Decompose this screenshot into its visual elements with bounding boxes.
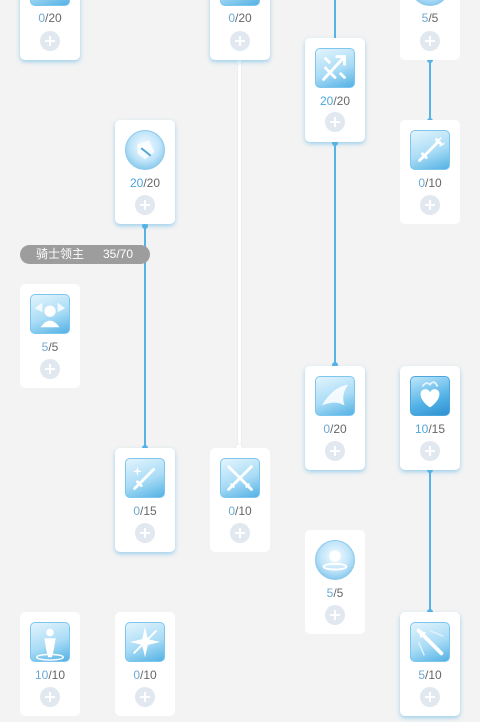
ring-icon [30, 0, 70, 6]
add-point-button[interactable] [230, 31, 250, 51]
spear-burst-icon [315, 48, 355, 88]
add-point-button[interactable] [40, 31, 60, 51]
skill-card[interactable]: 0/20 [20, 0, 80, 60]
connector-line [429, 58, 431, 122]
skill-card[interactable]: 0/10 [210, 448, 270, 552]
skill-card[interactable]: 5/5 [305, 530, 365, 634]
connector-line [334, 0, 336, 40]
skill-level: 10/10 [34, 668, 66, 682]
tier-name: 骑士领主 [36, 247, 85, 261]
skill-card[interactable]: 5/5 [20, 284, 80, 388]
add-point-button[interactable] [135, 195, 155, 215]
connector-dot [427, 57, 433, 63]
cross-icon [220, 0, 260, 6]
heart-flame-icon [410, 376, 450, 416]
shield-icon [125, 130, 165, 170]
add-point-button[interactable] [325, 441, 345, 461]
add-point-button[interactable] [135, 687, 155, 707]
skill-level: 0/15 [133, 504, 157, 518]
skill-level: 5/5 [41, 340, 59, 354]
add-point-button[interactable] [420, 31, 440, 51]
add-point-button[interactable] [420, 687, 440, 707]
add-point-button[interactable] [135, 523, 155, 543]
connector-dot [142, 223, 148, 229]
skill-level: 5/5 [421, 11, 439, 25]
connector-line [334, 142, 336, 366]
skill-card[interactable]: 0/10 [400, 120, 460, 224]
tier-points: 35/70 [103, 247, 134, 261]
sparkle-sword-icon [125, 458, 165, 498]
crossed-swords-icon [220, 458, 260, 498]
skill-card[interactable]: 0/10 [115, 612, 175, 716]
skill-level: 20/20 [129, 176, 161, 190]
skill-card[interactable]: 20/20 [305, 38, 365, 142]
skill-card[interactable]: 0/20 [305, 366, 365, 470]
add-point-button[interactable] [230, 523, 250, 543]
star-burst-icon [125, 622, 165, 662]
skill-card[interactable]: 10/10 [20, 612, 80, 716]
add-point-button[interactable] [420, 195, 440, 215]
skill-card[interactable]: 5/5 [400, 0, 460, 60]
skill-card[interactable]: 0/15 [115, 448, 175, 552]
wing-slash-icon [315, 376, 355, 416]
connector-dot [332, 140, 338, 146]
skill-level: 10/15 [414, 422, 446, 436]
connector-dot [236, 444, 242, 450]
connector-line [238, 61, 241, 448]
splash-orb-icon [315, 540, 355, 580]
connector-dot [236, 58, 242, 64]
connector-dot [427, 467, 433, 473]
tier-label: 骑士领主 35/70 [20, 245, 150, 264]
skill-card[interactable]: 20/20 [115, 120, 175, 224]
knight-icon [30, 294, 70, 334]
skill-level: 0/20 [38, 11, 62, 25]
sword-icon [410, 130, 450, 170]
skill-level: 5/5 [326, 586, 344, 600]
connector-line [144, 225, 146, 449]
add-point-button[interactable] [40, 687, 60, 707]
skill-card[interactable]: 10/15 [400, 366, 460, 470]
add-point-button[interactable] [420, 441, 440, 461]
aura-figure-icon [30, 622, 70, 662]
skill-level: 5/10 [418, 668, 442, 682]
lance-icon [410, 622, 450, 662]
skill-level: 0/20 [323, 422, 347, 436]
orb-icon [410, 0, 450, 6]
add-point-button[interactable] [40, 359, 60, 379]
skill-card[interactable]: 0/20 [210, 0, 270, 60]
connector-line [429, 469, 431, 613]
add-point-button[interactable] [325, 605, 345, 625]
skill-level: 0/20 [228, 11, 252, 25]
skill-level: 20/20 [319, 94, 351, 108]
skill-level: 0/10 [418, 176, 442, 190]
add-point-button[interactable] [325, 112, 345, 132]
connector-dot [332, 362, 338, 368]
skill-card[interactable]: 5/10 [400, 612, 460, 716]
skill-level: 0/10 [133, 668, 157, 682]
skill-level: 0/10 [228, 504, 252, 518]
